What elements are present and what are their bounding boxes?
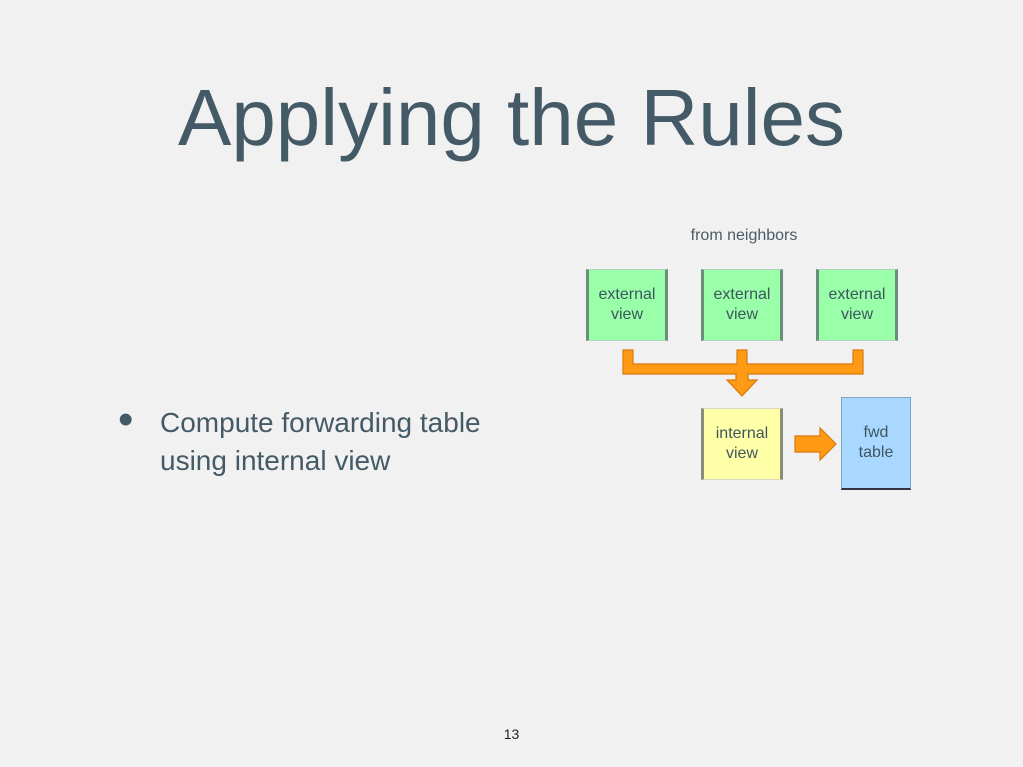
external-view-line2: view bbox=[840, 306, 873, 323]
page-number: 13 bbox=[503, 726, 520, 742]
bullet-item: • Compute forwarding table using interna… bbox=[118, 398, 538, 480]
external-view-line1: external bbox=[598, 286, 656, 303]
merge-arrow bbox=[622, 349, 864, 397]
slide-title: Applying the Rules bbox=[177, 73, 846, 162]
external-view-box: external view bbox=[816, 269, 898, 341]
internal-view-line2: view bbox=[725, 445, 758, 462]
internal-view-line1: internal bbox=[715, 425, 769, 442]
from-neighbors-label: from neighbors bbox=[690, 227, 798, 244]
fwd-table-line1: fwd bbox=[863, 424, 889, 441]
external-view-box: external view bbox=[586, 269, 668, 341]
internal-view-box: internal view bbox=[701, 408, 783, 480]
external-view-line1: external bbox=[713, 286, 771, 303]
bullet-dot-icon: • bbox=[118, 395, 134, 444]
fwd-table-box: fwd table bbox=[841, 397, 911, 490]
external-view-box: external view bbox=[701, 269, 783, 341]
fwd-table-line2: table bbox=[858, 444, 894, 461]
external-view-line2: view bbox=[610, 306, 643, 323]
bullet-list: • Compute forwarding table using interna… bbox=[118, 398, 538, 480]
bullet-text: Compute forwarding table using internal … bbox=[160, 407, 481, 476]
routing-diagram: from neighbors external view external vi… bbox=[580, 222, 920, 497]
diagram-arrows bbox=[622, 349, 864, 462]
external-view-line2: view bbox=[725, 306, 758, 323]
external-view-line1: external bbox=[828, 286, 886, 303]
forward-arrow bbox=[794, 426, 837, 462]
